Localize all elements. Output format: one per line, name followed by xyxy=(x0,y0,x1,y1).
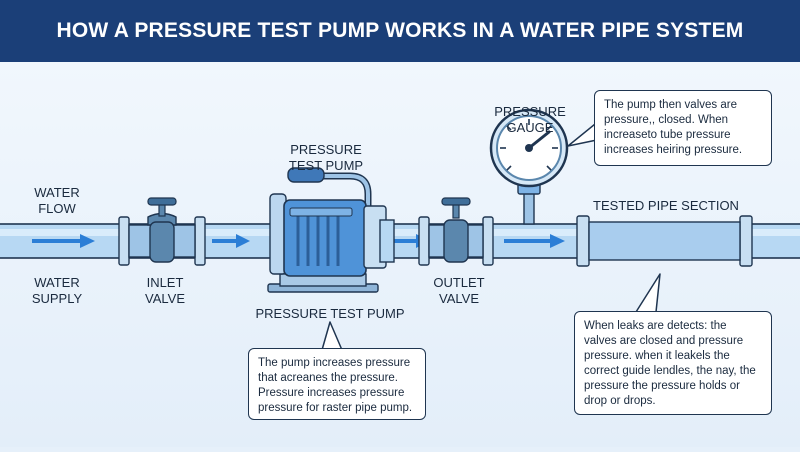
callout-pointer xyxy=(635,273,661,313)
water-supply-label: WATER SUPPLY xyxy=(31,275,83,306)
callout-pointer xyxy=(321,321,343,351)
page-title: HOW A PRESSURE TEST PUMP WORKS IN A WATE… xyxy=(56,19,744,42)
flow-arrow-icon xyxy=(504,234,565,248)
flow-arrow-icon xyxy=(32,234,95,248)
pump-title-label: PRESSURE TEST PUMP xyxy=(288,142,364,173)
tested-section-label: TESTED PIPE SECTION xyxy=(593,198,739,213)
pressure-pump-icon xyxy=(267,167,395,293)
water-flow-label: WATER FLOW xyxy=(34,185,80,216)
pipe-system-diagram xyxy=(0,108,800,351)
outlet-valve-icon xyxy=(418,197,494,266)
outlet-valve-label: OUTLET VALVE xyxy=(433,275,485,306)
gauge-callout: The pump then valves are pressure,, clos… xyxy=(594,90,772,166)
pump-callout: The pump increases pressure that acreane… xyxy=(248,348,426,420)
tested-pipe-section xyxy=(576,215,753,267)
pump-name-label: PRESSURE TEST PUMP xyxy=(255,306,405,321)
leak-callout: When leaks are detects: the valves are c… xyxy=(574,311,772,415)
inlet-valve-label: INLET VALVE xyxy=(145,275,185,306)
pressure-gauge-icon xyxy=(489,108,569,225)
gauge-label: PRESSURE GAUGE xyxy=(494,104,566,135)
flow-arrow-icon xyxy=(212,234,250,248)
pipe-highlight xyxy=(0,229,800,236)
header-bar: HOW A PRESSURE TEST PUMP WORKS IN A WATE… xyxy=(0,0,800,62)
inlet-valve-icon xyxy=(118,197,206,266)
